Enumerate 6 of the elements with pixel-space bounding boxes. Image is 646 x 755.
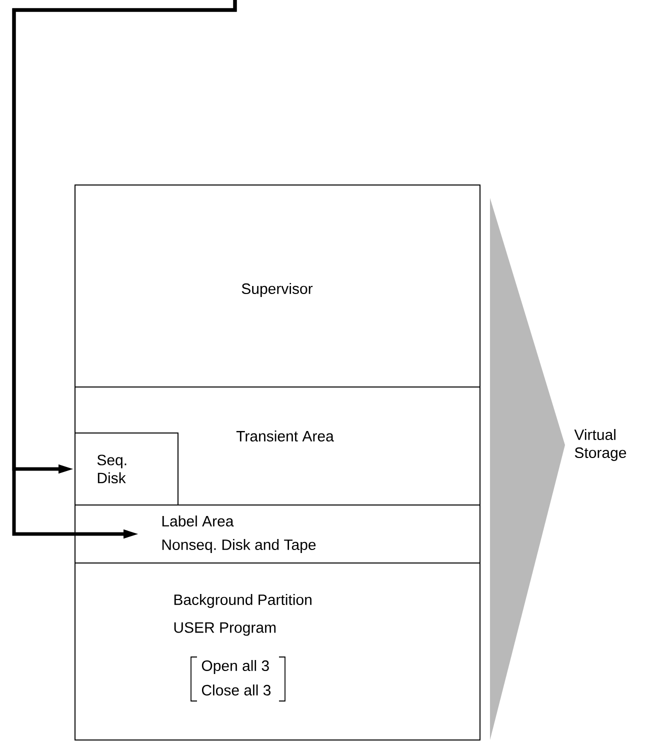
- node-label: Virtual Storage: [574, 429, 626, 461]
- memory-band: Background Partition USER Program Open all 3 Close all 3: [74, 562, 480, 740]
- memory-band: Supervisor: [74, 184, 480, 388]
- storage-triangle: Virtual Storage: [490, 198, 626, 740]
- memory-band: Label Area Nonseq. Disk and Tape: [74, 504, 480, 564]
- memory-box: Seq. Disk: [74, 432, 178, 506]
